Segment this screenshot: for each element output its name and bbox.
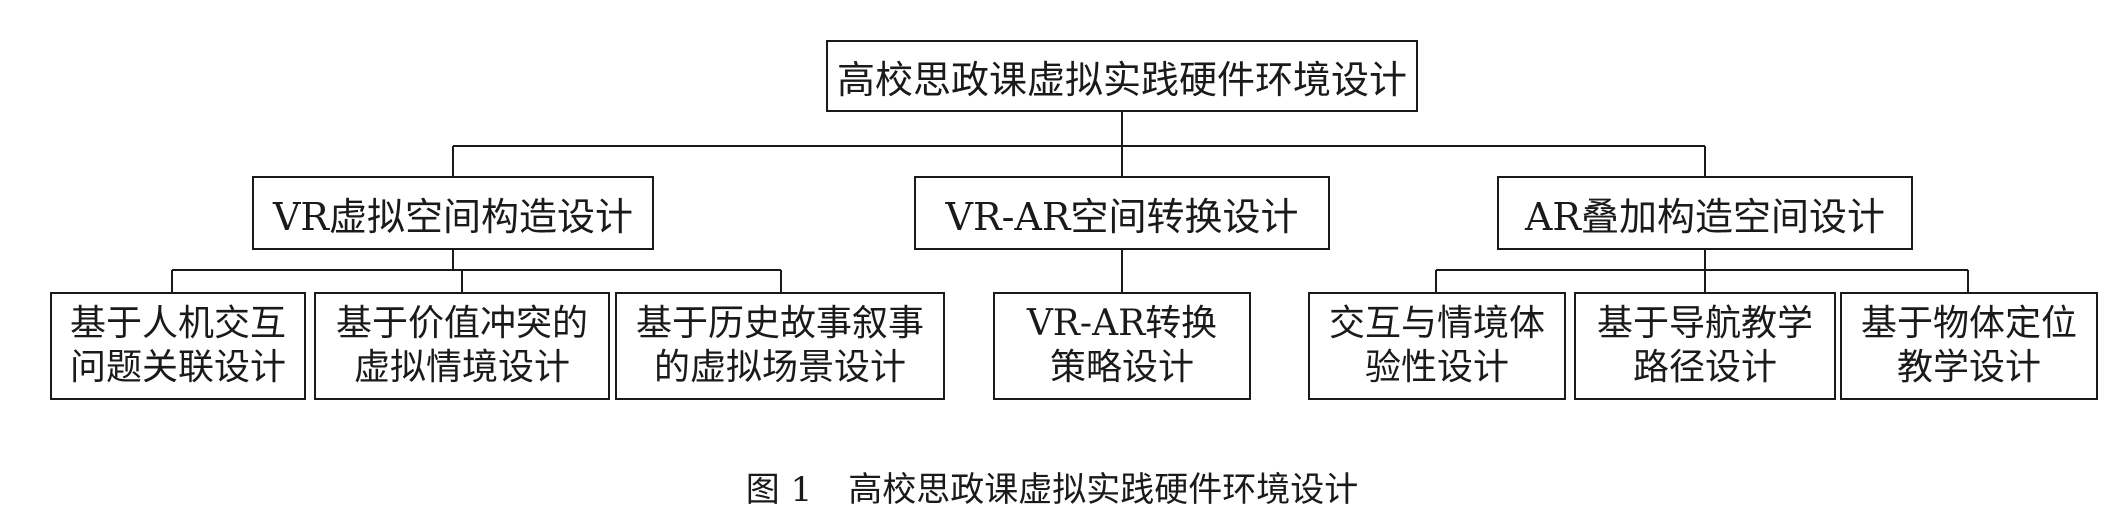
leaf-node-navigation-path: 基于导航教学 路径设计 [1574,292,1836,400]
leaf-node-object-positioning: 基于物体定位 教学设计 [1840,292,2098,400]
branch-node-label: VR虚拟空间构造设计 [272,194,634,239]
leaf-node-label: 基于导航教学 路径设计 [1596,303,1813,388]
figure-title: 高校思政课虚拟实践硬件环境设计 [848,470,1359,510]
figure-number: 图 1 [745,470,813,510]
leaf-node-label: 基于人机交互 问题关联设计 [69,303,286,388]
root-node-label: 高校思政课虚拟实践硬件环境设计 [836,57,1407,102]
leaf-node-label: VR-AR转换 策略设计 [1026,303,1218,388]
leaf-node-historical-narrative: 基于历史故事叙事 的虚拟场景设计 [615,292,945,400]
leaf-node-vr-ar-strategy: VR-AR转换 策略设计 [993,292,1251,400]
figure-caption: 图 1 高校思政课虚拟实践硬件环境设计 [0,462,2104,511]
leaf-node-label: 基于物体定位 教学设计 [1860,303,2077,388]
leaf-node-label: 交互与情境体 验性设计 [1328,303,1545,388]
branch-node-ar-overlay: AR叠加构造空间设计 [1497,176,1913,250]
leaf-node-interaction-experience: 交互与情境体 验性设计 [1308,292,1566,400]
branch-node-vr-space: VR虚拟空间构造设计 [252,176,654,250]
branch-node-label: AR叠加构造空间设计 [1524,194,1886,239]
leaf-node-value-conflict: 基于价值冲突的 虚拟情境设计 [314,292,610,400]
leaf-node-label: 基于价值冲突的 虚拟情境设计 [335,303,588,388]
leaf-node-hci-association: 基于人机交互 问题关联设计 [50,292,306,400]
branch-node-vr-ar-transition: VR-AR空间转换设计 [914,176,1330,250]
branch-node-label: VR-AR空间转换设计 [945,194,1299,239]
root-node: 高校思政课虚拟实践硬件环境设计 [826,40,1418,112]
leaf-node-label: 基于历史故事叙事 的虚拟场景设计 [635,303,924,388]
